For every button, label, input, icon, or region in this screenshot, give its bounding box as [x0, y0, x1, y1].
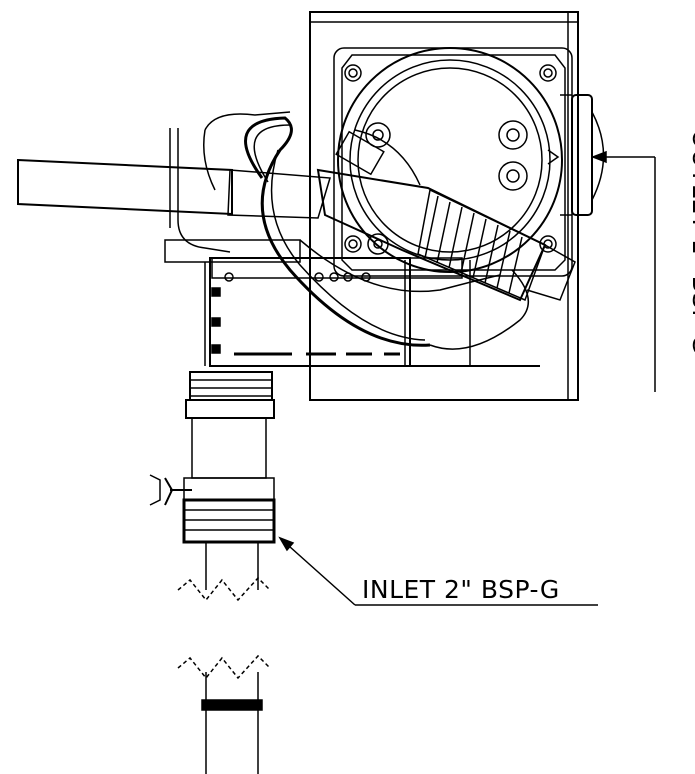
- inlet-pipe: [177, 542, 271, 774]
- outlet-label: OUTLET 1" BSP-G: [687, 129, 695, 355]
- inlet-label: INLET 2" BSP-G: [362, 575, 560, 604]
- inlet-fitting: [149, 371, 276, 544]
- nozzle: [227, 129, 576, 302]
- hose-loop: [244, 116, 529, 350]
- corner-bolts: [344, 64, 557, 253]
- pump-housing: [309, 11, 579, 401]
- handle-tube: [17, 111, 301, 263]
- inlet-leader: [278, 536, 598, 606]
- electrical-box: [204, 257, 540, 367]
- outlet-port: [547, 94, 605, 216]
- outlet-leader: [590, 150, 656, 392]
